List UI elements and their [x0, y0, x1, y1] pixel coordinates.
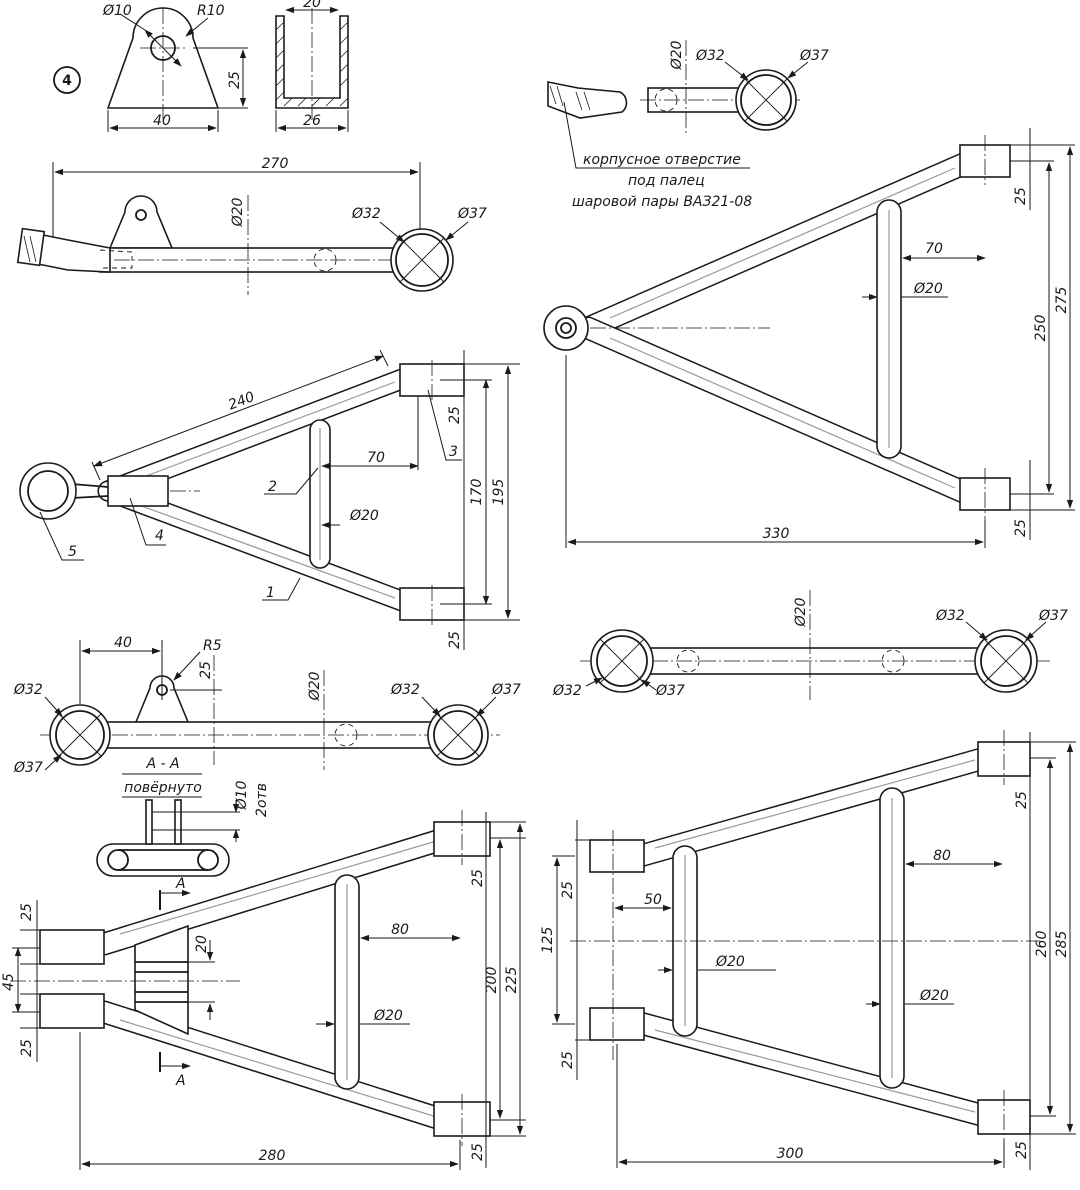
svg-text:200: 200	[484, 967, 500, 994]
svg-text:Ø37: Ø37	[655, 683, 685, 699]
svg-text:повёрнуто: повёрнуто	[124, 780, 202, 796]
svg-text:4: 4	[62, 73, 72, 89]
svg-text:4: 4	[155, 528, 164, 544]
svg-text:125: 125	[540, 927, 556, 954]
svg-text:1: 1	[266, 585, 275, 601]
sheet-number: 4	[53, 66, 81, 94]
svg-text:25: 25	[470, 1143, 486, 1161]
svg-text:Ø20: Ø20	[373, 1008, 403, 1024]
svg-text:Ø37: Ø37	[799, 48, 829, 64]
svg-text:Ø32: Ø32	[390, 682, 420, 698]
ball-joint-detail: Ø20 Ø32 Ø37 корпусное отверстие под пале…	[547, 40, 829, 210]
svg-text:Ø32: Ø32	[552, 683, 582, 699]
svg-text:А: А	[175, 1073, 186, 1089]
bracket-detail: Ø10 R10 25 40	[102, 3, 248, 132]
svg-text:25: 25	[1014, 1141, 1030, 1159]
svg-text:300: 300	[777, 1146, 804, 1162]
svg-text:285: 285	[1054, 931, 1070, 958]
section-a-a: А - А повёрнуто Ø10 2отв	[96, 756, 270, 877]
svg-text:Ø32: Ø32	[13, 682, 43, 698]
svg-text:Ø10: Ø10	[234, 780, 250, 810]
svg-text:R5: R5	[203, 638, 222, 654]
svg-text:20: 20	[194, 935, 210, 953]
svg-text:Ø37: Ø37	[491, 682, 521, 698]
svg-text:Ø20: Ø20	[230, 197, 246, 227]
right-upper-arm-plan: 25 25 250 275 70 Ø20 330	[543, 128, 1075, 548]
svg-text:25: 25	[1013, 187, 1029, 205]
svg-text:2отв: 2отв	[254, 783, 270, 817]
svg-text:25: 25	[447, 631, 463, 649]
svg-text:Ø32: Ø32	[351, 206, 381, 222]
svg-text:3: 3	[449, 444, 458, 460]
svg-text:25: 25	[198, 661, 214, 679]
svg-text:50: 50	[644, 892, 662, 908]
svg-text:40: 40	[114, 635, 132, 651]
svg-text:Ø32: Ø32	[935, 608, 965, 624]
svg-text:25: 25	[19, 1039, 35, 1057]
svg-text:25: 25	[560, 1051, 576, 1069]
svg-text:26: 26	[303, 113, 321, 129]
svg-text:Ø20: Ø20	[919, 988, 949, 1004]
upper-arm-plan: 240 70 Ø20 170 195 25 25 1 2 3 4 5	[19, 349, 520, 650]
svg-text:25: 25	[19, 903, 35, 921]
svg-text:225: 225	[504, 967, 520, 994]
svg-text:Ø20: Ø20	[307, 671, 323, 701]
svg-text:45: 45	[1, 973, 17, 991]
svg-text:280: 280	[259, 1148, 286, 1164]
svg-text:Ø20: Ø20	[715, 954, 745, 970]
svg-text:250: 250	[1033, 315, 1049, 342]
svg-text:330: 330	[763, 526, 790, 542]
svg-text:корпусное отверстие: корпусное отверстие	[583, 152, 741, 168]
lower-right-arm-plan: 25 25 125 50 80 Ø20 Ø20 25 25 260 285 30…	[540, 730, 1076, 1170]
svg-text:А: А	[175, 876, 186, 892]
lower-left-arm-plan: А А 25 45 25 20 80 Ø20 25 25	[1, 810, 526, 1170]
svg-text:25: 25	[1013, 519, 1029, 537]
svg-text:170: 170	[469, 479, 485, 506]
right-side-view: Ø20 Ø32 Ø37 Ø32 Ø37	[552, 590, 1068, 700]
svg-text:25: 25	[227, 71, 243, 89]
lower-arm-side-view: 40 R5 25 Ø20 Ø32 Ø37 Ø32 Ø37	[13, 635, 521, 776]
svg-text:40: 40	[153, 113, 171, 129]
svg-text:5: 5	[68, 544, 77, 560]
svg-text:25: 25	[560, 881, 576, 899]
svg-text:25: 25	[1014, 791, 1030, 809]
svg-text:20: 20	[303, 0, 321, 11]
svg-text:70: 70	[925, 241, 943, 257]
svg-text:Ø20: Ø20	[913, 281, 943, 297]
upper-arm-side-view: 270 Ø20 Ø32 Ø37	[16, 156, 487, 295]
svg-text:25: 25	[470, 869, 486, 887]
svg-text:Ø37: Ø37	[13, 760, 43, 776]
svg-text:Ø20: Ø20	[793, 597, 809, 627]
svg-text:260: 260	[1034, 931, 1050, 958]
svg-text:270: 270	[262, 156, 289, 172]
svg-text:Ø37: Ø37	[1038, 608, 1068, 624]
svg-text:25: 25	[447, 406, 463, 424]
svg-text:R10: R10	[197, 3, 225, 19]
svg-text:Ø20: Ø20	[669, 40, 685, 70]
svg-text:Ø32: Ø32	[695, 48, 725, 64]
svg-text:80: 80	[391, 922, 409, 938]
svg-text:под палец: под палец	[628, 173, 705, 189]
svg-text:Ø37: Ø37	[457, 206, 487, 222]
svg-text:Ø20: Ø20	[349, 508, 379, 524]
svg-text:Ø10: Ø10	[102, 3, 132, 19]
svg-text:275: 275	[1054, 287, 1070, 314]
svg-text:2: 2	[268, 479, 277, 495]
svg-text:А - А: А - А	[145, 756, 179, 772]
svg-text:195: 195	[491, 479, 507, 506]
svg-text:70: 70	[367, 450, 385, 466]
channel-detail: 20 26	[275, 0, 349, 132]
svg-text:шаровой пары ВАЗ21-08: шаровой пары ВАЗ21-08	[572, 194, 752, 210]
svg-text:80: 80	[933, 848, 951, 864]
